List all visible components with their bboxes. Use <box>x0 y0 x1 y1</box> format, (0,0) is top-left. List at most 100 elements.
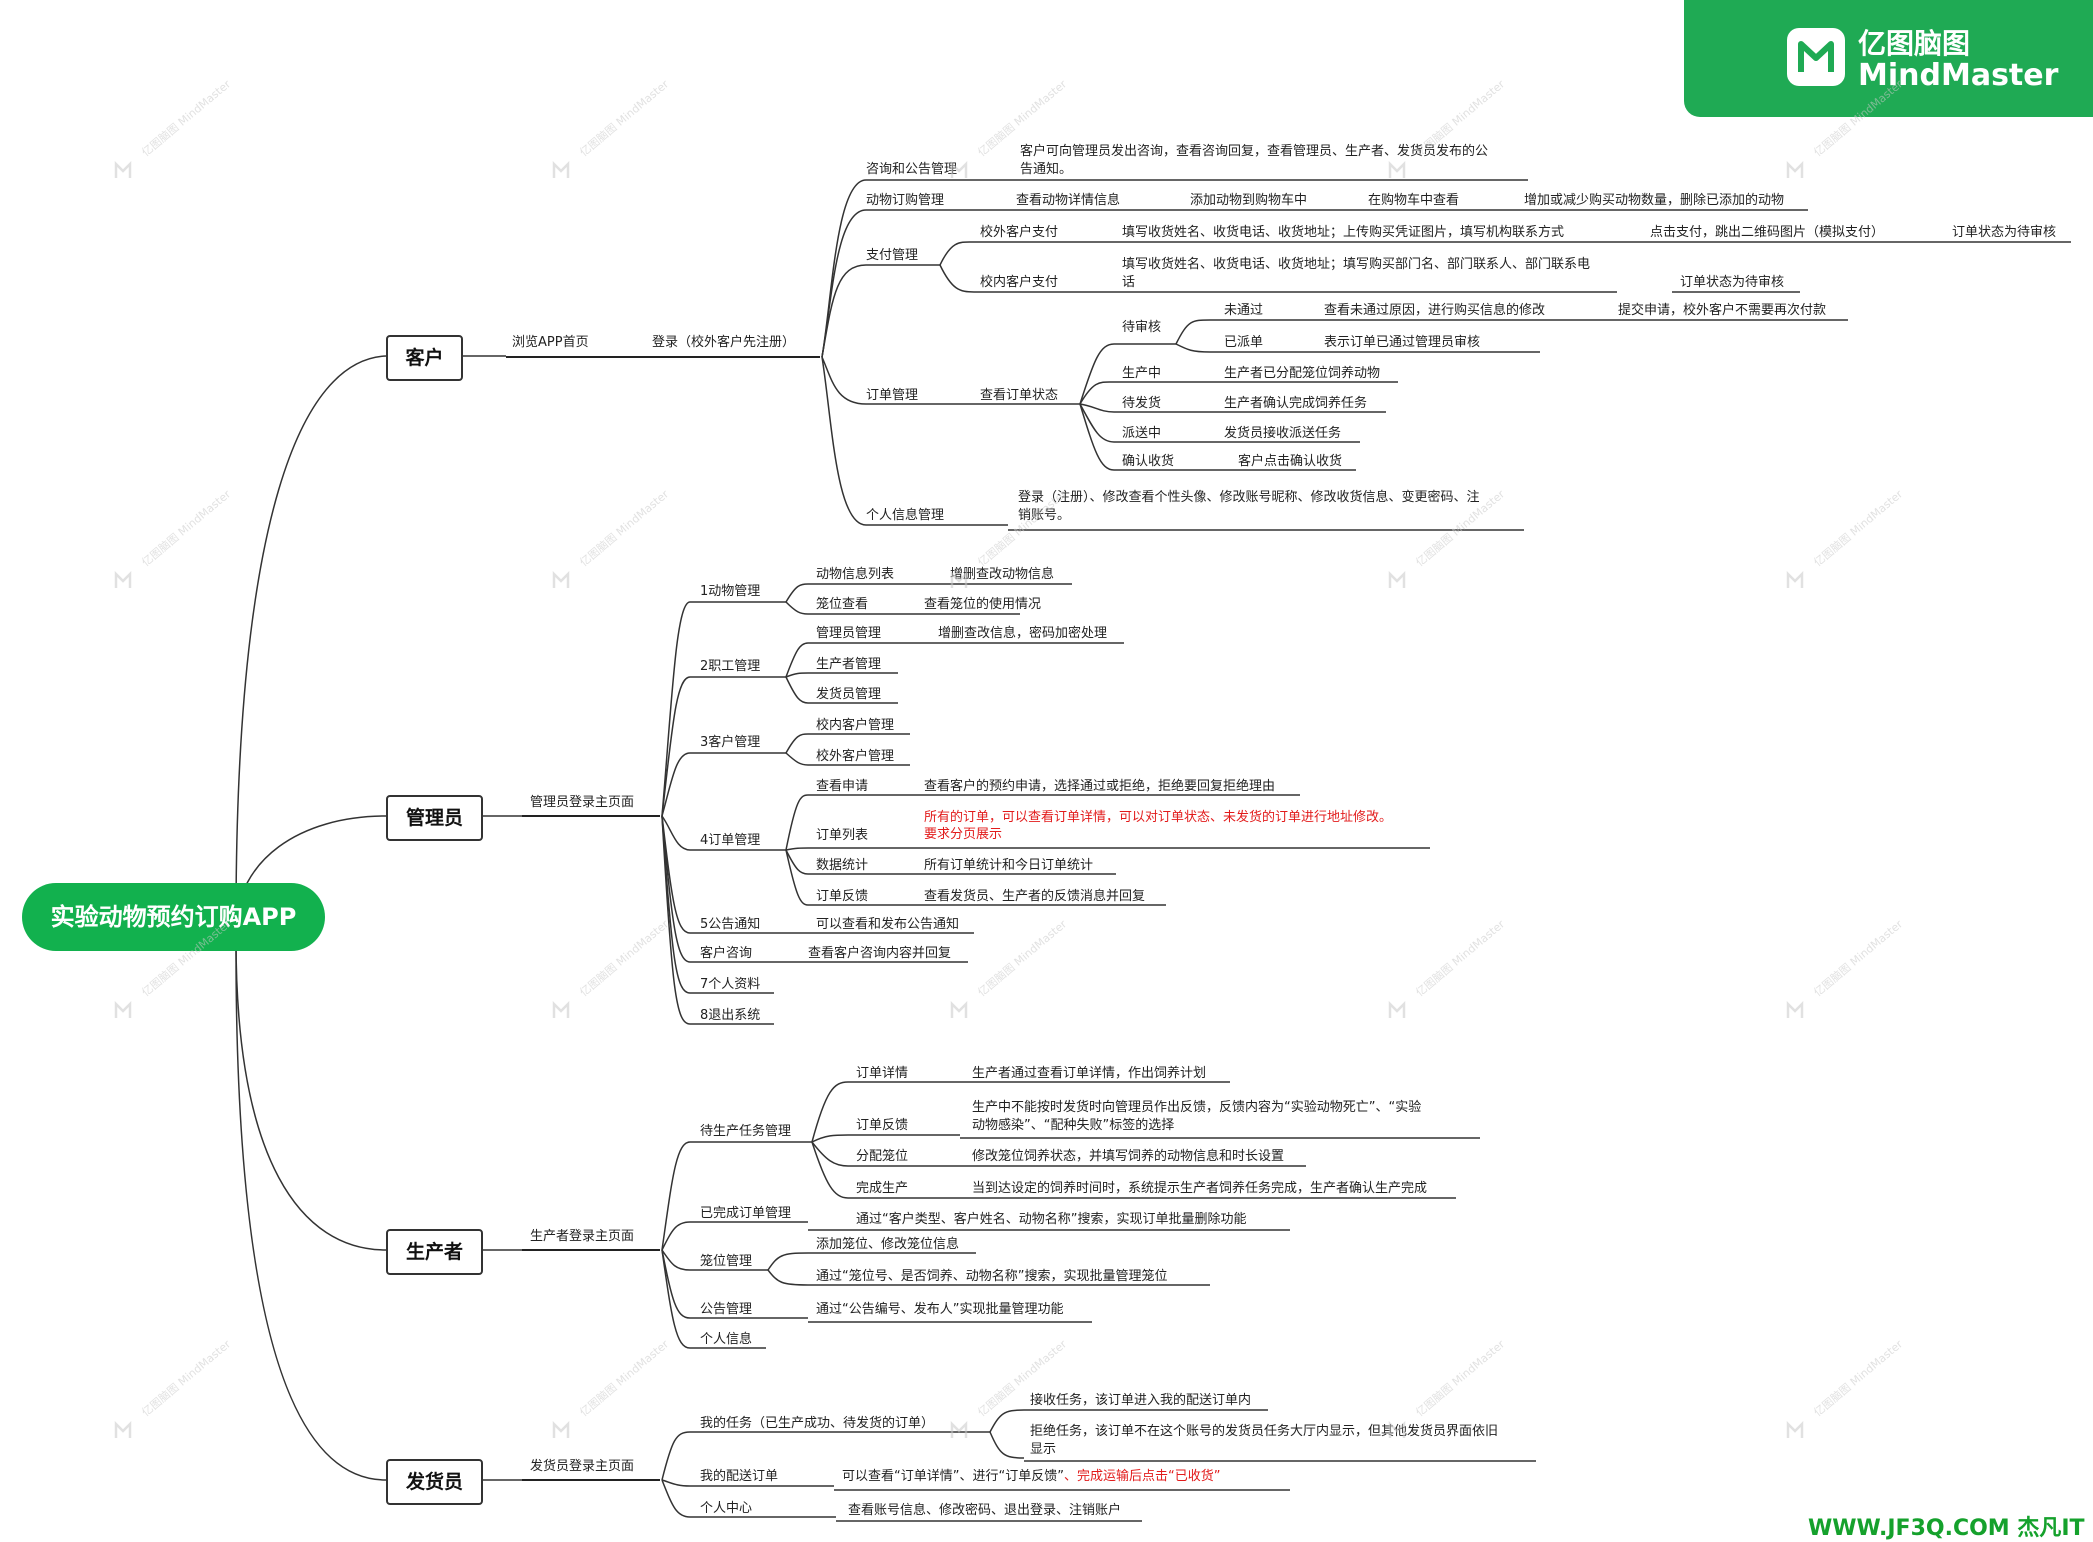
admin-staff-producer[interactable]: 生产者管理 <box>816 657 882 672</box>
producer-task-assign[interactable]: 分配笼位 <box>856 1149 909 1164</box>
shipper-delivery[interactable]: 我的配送订单 <box>700 1469 779 1484</box>
customer-browse[interactable]: 浏览APP首页 <box>512 335 589 350</box>
root-node[interactable]: 实验动物预约订购APP <box>22 883 325 951</box>
order-shipping-detail: 发货员接收派送任务 <box>1224 426 1342 441</box>
producer-task-feedback[interactable]: 订单反馈 <box>856 1118 909 1133</box>
customer-consult[interactable]: 咨询和公告管理 <box>866 162 958 177</box>
producer-cage-d1: 添加笼位、修改笼位信息 <box>816 1237 960 1252</box>
customer-pay-inside-status: 订单状态为待审核 <box>1680 275 1785 290</box>
admin-order-feedback[interactable]: 订单反馈 <box>816 889 869 904</box>
producer-task[interactable]: 待生产任务管理 <box>700 1124 792 1139</box>
watermark: 亿图脑图 MindMaster <box>110 918 233 1034</box>
admin-profile[interactable]: 7个人资料 <box>700 977 761 992</box>
shipper-delivery-detail: 可以查看“订单详情”、进行“订单反馈”、完成运输后点击“已收货” <box>842 1469 1220 1485</box>
watermark: 亿图脑图 MindMaster <box>548 918 671 1034</box>
producer-notice[interactable]: 公告管理 <box>700 1302 753 1317</box>
shipper-task[interactable]: 我的任务（已生产成功、待发货的订单） <box>700 1416 935 1431</box>
order-dispatched-detail: 表示订单已通过管理员审核 <box>1324 335 1481 350</box>
mindmaster-logo-icon <box>1787 28 1845 86</box>
admin-staff-shipper[interactable]: 发货员管理 <box>816 687 882 702</box>
watermark-logo-icon <box>114 1420 132 1438</box>
watermark-logo-icon <box>1786 570 1804 588</box>
shipper-center[interactable]: 个人中心 <box>700 1501 753 1516</box>
admin-notice[interactable]: 5公告通知 <box>700 917 761 932</box>
producer-completed[interactable]: 已完成订单管理 <box>700 1206 792 1221</box>
admin-order-list-detail-1: 所有的订单，可以查看订单详情，可以对订单状态、未发货的订单进行地址修改。 <box>924 810 1393 825</box>
producer-login[interactable]: 生产者登录主页面 <box>530 1229 635 1244</box>
shipper-delivery-detail-normal: 可以查看“订单详情”、进行“订单反馈” <box>842 1469 1064 1484</box>
order-to-ship[interactable]: 待发货 <box>1122 396 1162 411</box>
producer-task-assign-text: 修改笼位饲养状态，并填写饲养的动物信息和时长设置 <box>972 1149 1285 1164</box>
watermark: 亿图脑图 MindMaster <box>1384 78 1507 194</box>
admin-login[interactable]: 管理员登录主页面 <box>530 795 635 810</box>
watermark-logo-icon <box>1786 1420 1804 1438</box>
shipper-delivery-detail-red: 、完成运输后点击“已收货” <box>1063 1469 1221 1484</box>
admin-client-outside[interactable]: 校外客户管理 <box>816 749 895 764</box>
watermark: 亿图脑图 MindMaster <box>110 78 233 194</box>
admin-client-inside[interactable]: 校内客户管理 <box>816 718 895 733</box>
watermark-logo-icon <box>950 1420 968 1438</box>
customer-pay-inside-fill-2: 话 <box>1122 275 1136 290</box>
order-confirm[interactable]: 确认收货 <box>1122 454 1175 469</box>
category-producer[interactable]: 生产者 <box>386 1229 483 1275</box>
watermark: 亿图脑图 MindMaster <box>548 488 671 604</box>
customer-order-buy[interactable]: 动物订购管理 <box>866 193 945 208</box>
customer-profile[interactable]: 个人信息管理 <box>866 508 945 523</box>
admin-staff-admin[interactable]: 管理员管理 <box>816 626 882 641</box>
watermark: 亿图脑图 MindMaster <box>946 918 1069 1034</box>
customer-login[interactable]: 登录（校外客户先注册） <box>652 335 796 350</box>
category-shipper[interactable]: 发货员 <box>386 1459 483 1505</box>
admin-cage[interactable]: 笼位查看 <box>816 597 869 612</box>
category-admin[interactable]: 管理员 <box>386 795 483 841</box>
shipper-task-reject-1: 拒绝任务，该订单不在这个账号的发货员任务大厅内显示，但其他发货员界面依旧 <box>1030 1424 1499 1439</box>
customer-pay-inside[interactable]: 校内客户支付 <box>980 275 1059 290</box>
admin-order-stats[interactable]: 数据统计 <box>816 858 869 873</box>
order-fail-next: 提交申请，校外客户不需要再次付款 <box>1618 303 1827 318</box>
watermark-logo-icon <box>1786 160 1804 178</box>
order-shipping[interactable]: 派送中 <box>1122 426 1162 441</box>
admin-staff[interactable]: 2职工管理 <box>700 659 761 674</box>
admin-logout[interactable]: 8退出系统 <box>700 1008 761 1023</box>
producer-task-feedback-text-2: 动物感染”、“配种失败”标签的选择 <box>972 1118 1175 1133</box>
admin-order-stats-detail: 所有订单统计和今日订单统计 <box>924 858 1094 873</box>
order-to-ship-detail: 生产者确认完成饲养任务 <box>1224 396 1368 411</box>
customer-profile-detail-2: 销账号。 <box>1018 508 1071 523</box>
category-customer[interactable]: 客户 <box>386 335 463 381</box>
customer-pay[interactable]: 支付管理 <box>866 248 919 263</box>
footer-site: WWW.JF3Q.COM 杰凡IT <box>1808 1516 2085 1541</box>
admin-order-list[interactable]: 订单列表 <box>816 828 869 843</box>
watermark: 亿图脑图 MindMaster <box>110 1338 233 1454</box>
producer-profile[interactable]: 个人信息 <box>700 1332 753 1347</box>
mindmaster-badge: 亿图脑图 MindMaster <box>1684 0 2093 117</box>
customer-order-mgmt[interactable]: 订单管理 <box>866 388 919 403</box>
producer-task-detail[interactable]: 订单详情 <box>856 1066 909 1081</box>
watermark: 亿图脑图 MindMaster <box>946 488 1069 604</box>
order-pending[interactable]: 待审核 <box>1122 320 1162 335</box>
customer-pay-outside-fill: 填写收货姓名、收货电话、收货地址；上传购买凭证图片，填写机构联系方式 <box>1122 225 1565 240</box>
admin-order[interactable]: 4订单管理 <box>700 833 761 848</box>
watermark-logo-icon <box>552 570 570 588</box>
badge-name-cn: 亿图脑图 <box>1858 27 1971 60</box>
shipper-login[interactable]: 发货员登录主页面 <box>530 1459 635 1474</box>
order-dispatched[interactable]: 已派单 <box>1224 335 1264 350</box>
watermark: 亿图脑图 MindMaster <box>548 78 671 194</box>
admin-client[interactable]: 3客户管理 <box>700 735 761 750</box>
order-producing[interactable]: 生产中 <box>1122 366 1162 381</box>
order-fail[interactable]: 未通过 <box>1224 303 1264 318</box>
producer-task-done[interactable]: 完成生产 <box>856 1181 909 1196</box>
producer-task-feedback-text-1: 生产中不能按时发货时向管理员作出反馈，反馈内容为“实验动物死亡”、“实验 <box>972 1100 1422 1115</box>
customer-pay-outside[interactable]: 校外客户支付 <box>980 225 1059 240</box>
producer-cage[interactable]: 笼位管理 <box>700 1254 753 1269</box>
admin-animal-list[interactable]: 动物信息列表 <box>816 567 895 582</box>
admin-consult[interactable]: 客户咨询 <box>700 946 753 961</box>
customer-pay-outside-qr: 点击支付，跳出二维码图片（模拟支付） <box>1650 225 1885 240</box>
shipper-center-detail: 查看账号信息、修改密码、退出登录、注销账户 <box>848 1503 1122 1518</box>
customer-order-view[interactable]: 查看订单状态 <box>980 388 1059 403</box>
admin-animal[interactable]: 1动物管理 <box>700 584 761 599</box>
watermark-logo-icon <box>114 1000 132 1018</box>
customer-order-buy-s1: 查看动物详情信息 <box>1016 193 1121 208</box>
watermark-logo-icon <box>552 1420 570 1438</box>
admin-order-apply[interactable]: 查看申请 <box>816 779 869 794</box>
order-confirm-detail: 客户点击确认收货 <box>1238 454 1343 469</box>
watermark-logo-icon <box>1388 570 1406 588</box>
